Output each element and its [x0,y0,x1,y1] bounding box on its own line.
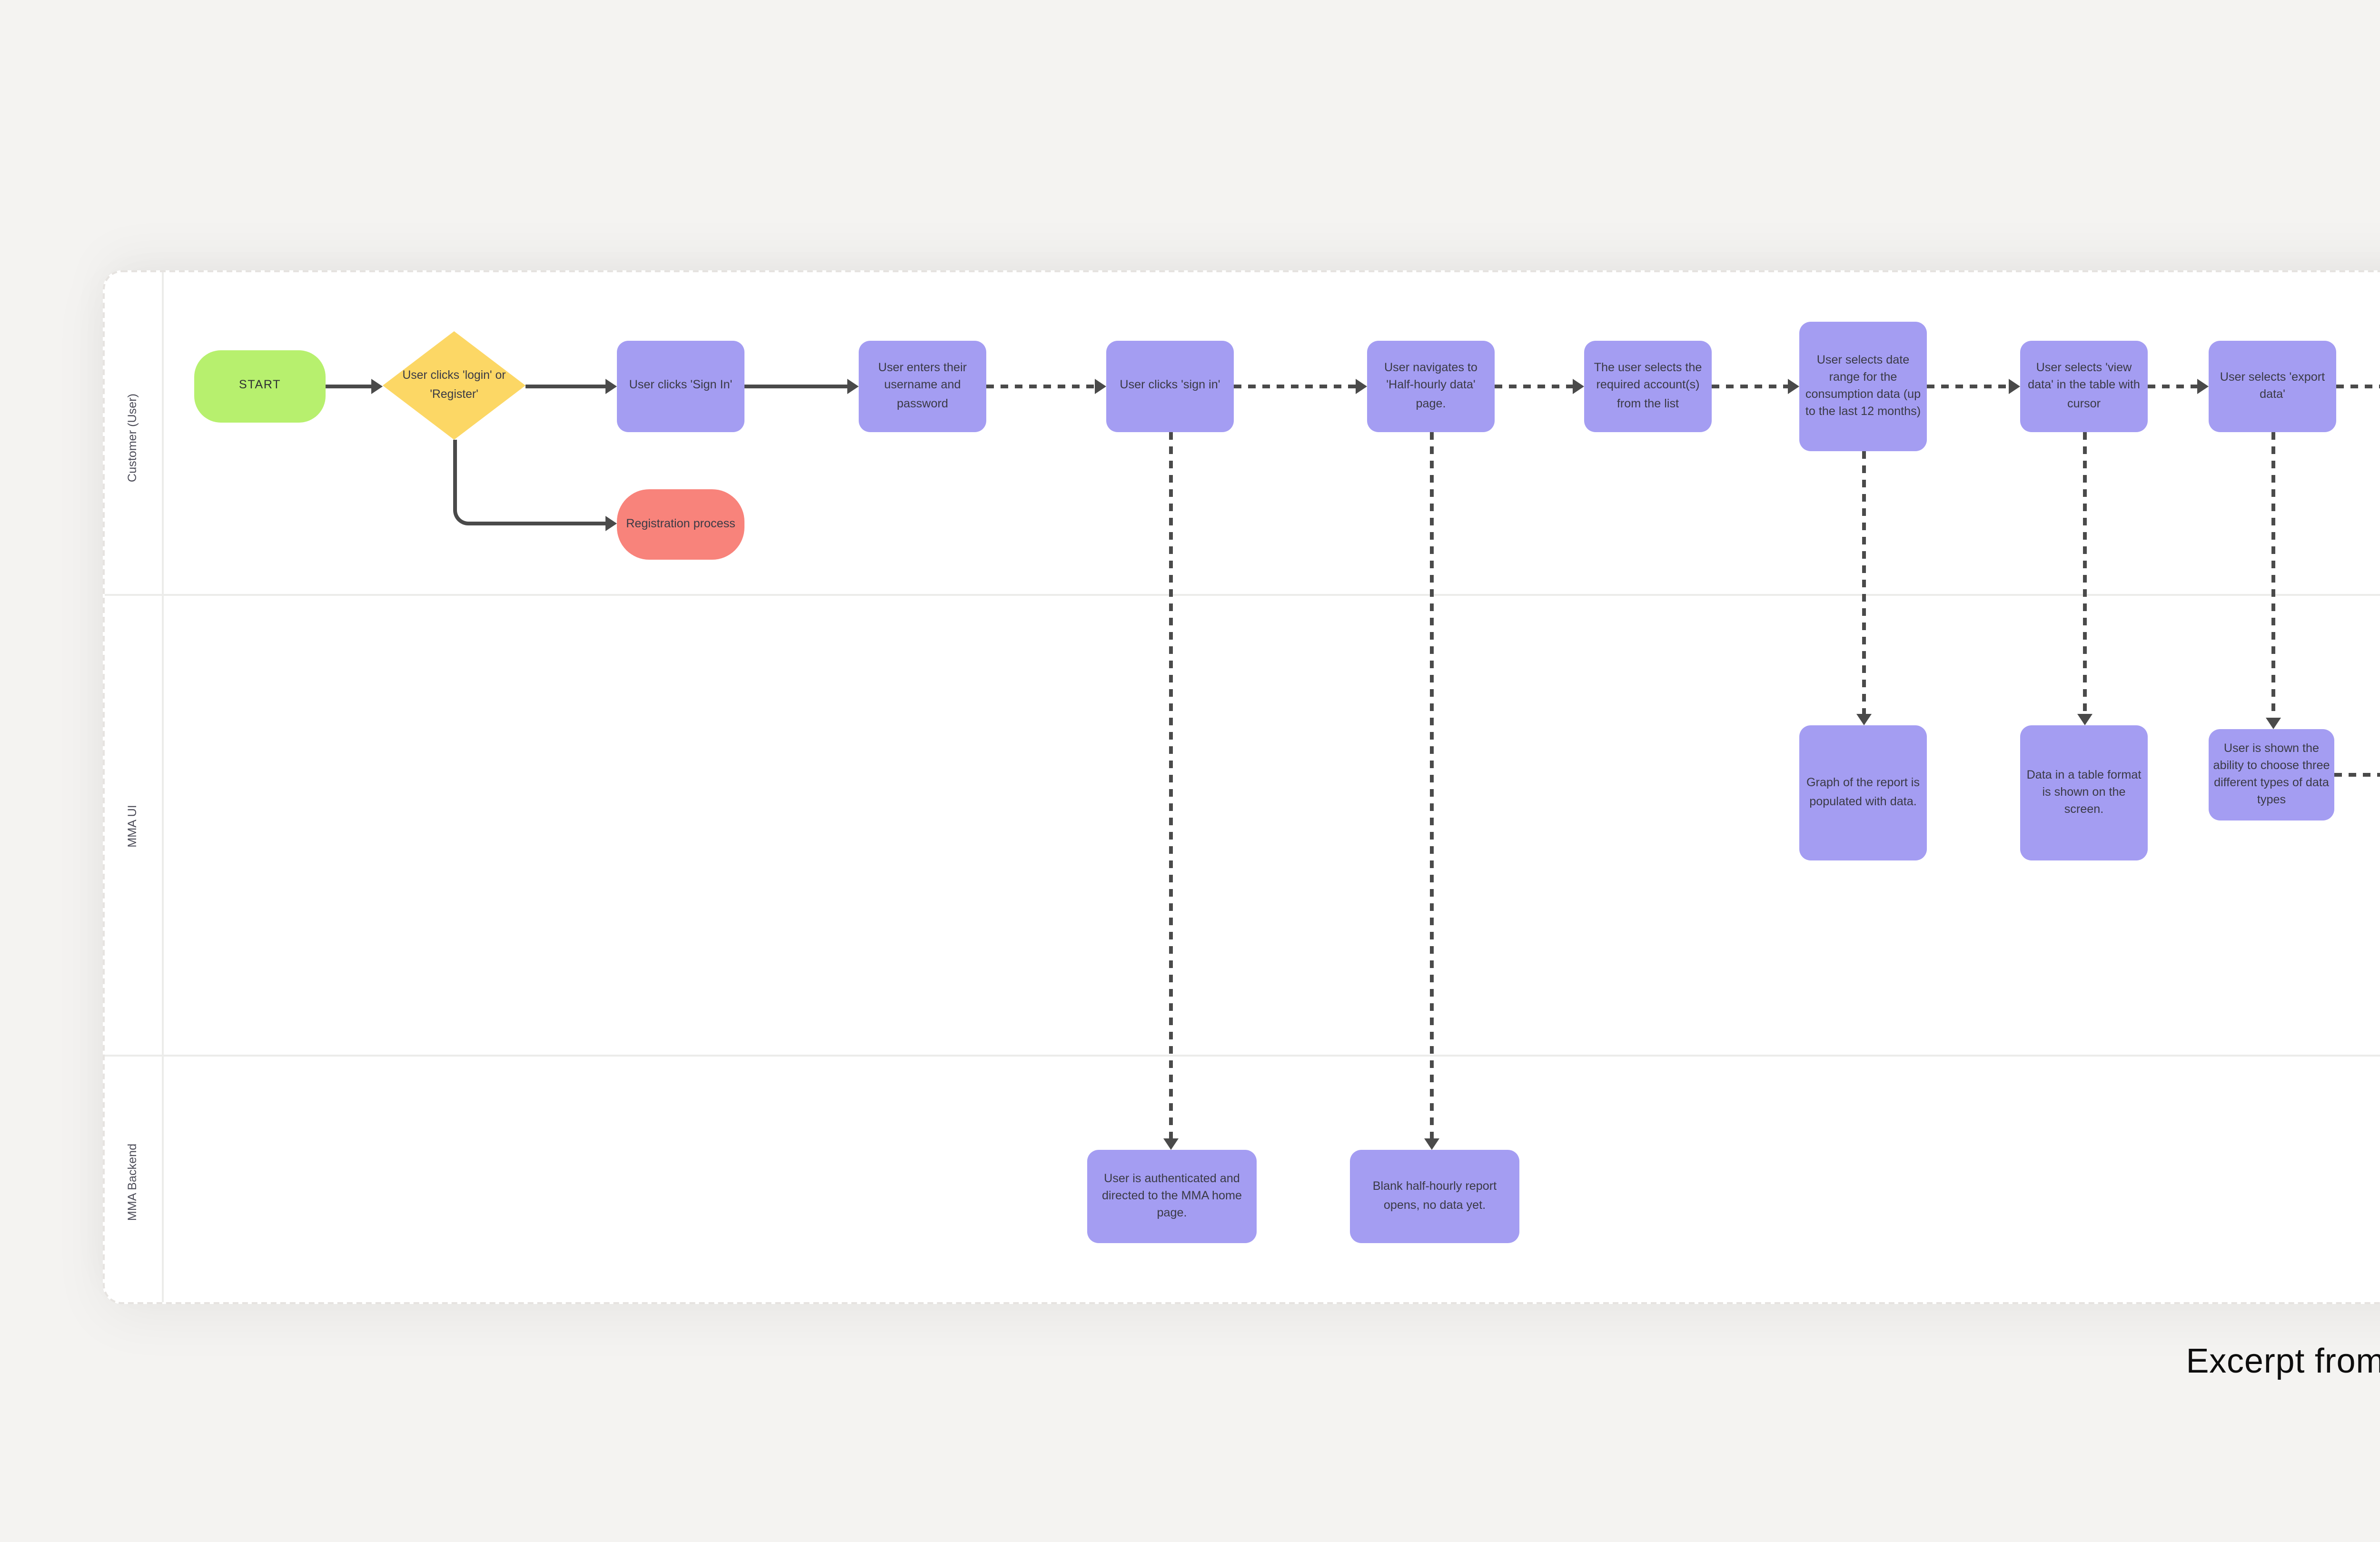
arrowhead [2266,718,2281,729]
connector-viewdata-exportdata [2148,385,2197,388]
node-navigate-half-hourly[interactable]: User navigates to 'Half-hourly data' pag… [1367,341,1495,432]
arrowhead [1163,1138,1179,1150]
connector-signin-credentials [744,385,847,388]
page-caption: Excerpt from user flow triage [2186,1342,2380,1380]
node-start[interactable]: START [194,350,326,423]
connector-navigate-selectaccounts [1495,385,1573,388]
connector-clicksignin-authenticated [1169,432,1173,1138]
arrowhead [1856,714,1872,725]
lane-label-divider [162,272,164,1302]
arrowhead [2197,379,2209,394]
node-click-sign-in-button[interactable]: User clicks 'Sign In' [617,341,744,432]
arrowhead [371,379,383,394]
arrowhead [1095,379,1106,394]
connector-start-decision [326,385,371,388]
arrowhead [2077,714,2092,725]
node-select-accounts[interactable]: The user selects the required account(s)… [1584,341,1712,432]
lane-divider-2 [105,1055,2380,1057]
lane-label-customer: Customer (User) [127,393,140,483]
connector-daterange-graph [1862,451,1866,714]
arrowhead [605,379,617,394]
lane-label-mma-backend: MMA Backend [127,1143,140,1221]
arrowhead [605,516,617,531]
flow-canvas[interactable]: Customer (User) MMA UI MMA Backend START… [103,270,2380,1304]
arrowhead [1788,379,1799,394]
node-enter-credentials[interactable]: User enters their username and password [859,341,986,432]
connector-decision-signin [526,385,605,388]
connector-exportdata-offcanvas [2336,385,2380,388]
connector-credentials-clicksignin [986,385,1095,388]
arrowhead [1573,379,1584,394]
node-blank-report[interactable]: Blank half-hourly report opens, no data … [1350,1150,1519,1243]
connector-selectaccounts-daterange [1712,385,1788,388]
node-export-data[interactable]: User selects 'export data' [2209,341,2336,432]
arrowhead [1424,1138,1439,1150]
connector-daterange-viewdata [1927,385,2009,388]
connector-choosetypes-stub [2334,773,2380,777]
lane-label-mma-ui: MMA UI [127,805,140,848]
node-graph-populated[interactable]: Graph of the report is populated with da… [1799,725,1927,860]
node-table-shown[interactable]: Data in a table format is shown on the s… [2020,725,2148,860]
connector-clicksignin-navigate [1234,385,1356,388]
arrowhead [2009,379,2020,394]
node-select-date-range[interactable]: User selects date range for the consumpt… [1799,322,1927,451]
arrowhead [847,379,859,394]
connector-navigate-blankreport [1430,432,1434,1138]
connector-exportdata-choosetypes [2271,432,2275,718]
node-registration-process[interactable]: Registration process [617,489,744,560]
node-view-data[interactable]: User selects 'view data' in the table wi… [2020,341,2148,432]
connector-viewdata-table [2083,432,2087,714]
lane-divider-1 [105,594,2380,596]
connector-decision-registration [453,440,605,525]
node-authenticated[interactable]: User is authenticated and directed to th… [1087,1150,1257,1243]
node-choose-data-types[interactable]: User is shown the ability to choose thre… [2209,729,2334,820]
arrowhead [1356,379,1367,394]
node-click-sign-in[interactable]: User clicks 'sign in' [1106,341,1234,432]
node-decision-login-register[interactable]: User clicks 'login' or 'Register' [383,331,526,440]
